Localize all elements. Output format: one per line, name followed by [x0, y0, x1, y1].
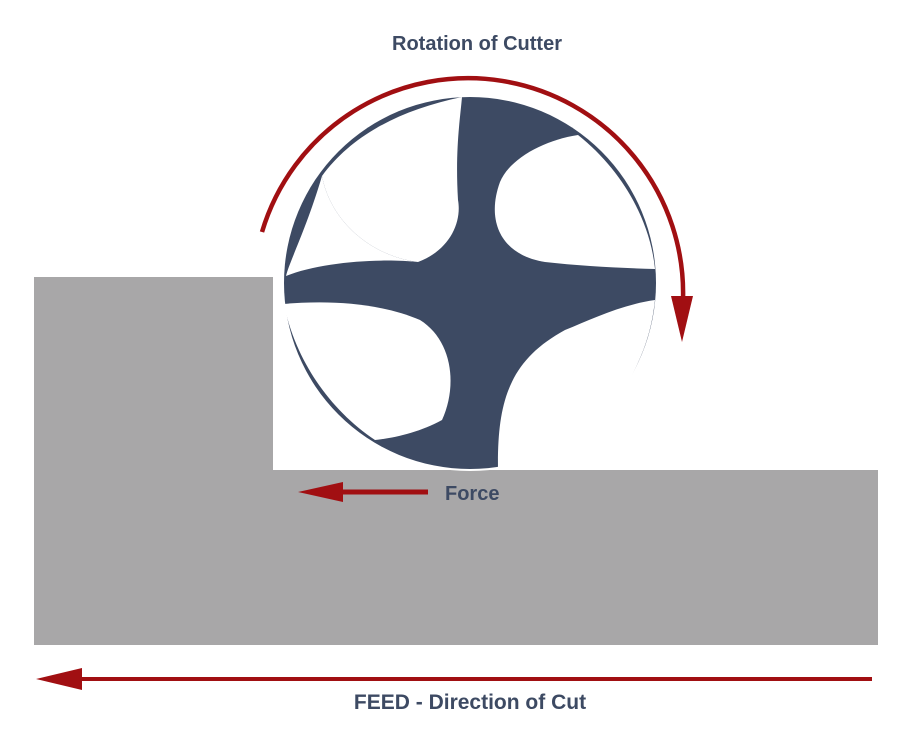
feed-arrow	[36, 668, 872, 690]
force-arrow	[298, 482, 428, 502]
workpiece	[34, 277, 878, 645]
rotation-label: Rotation of Cutter	[392, 33, 562, 55]
feed-label: FEED - Direction of Cut	[354, 691, 586, 714]
cutter	[284, 97, 656, 470]
rotation-arrow	[259, 75, 693, 342]
force-label: Force	[445, 483, 499, 505]
